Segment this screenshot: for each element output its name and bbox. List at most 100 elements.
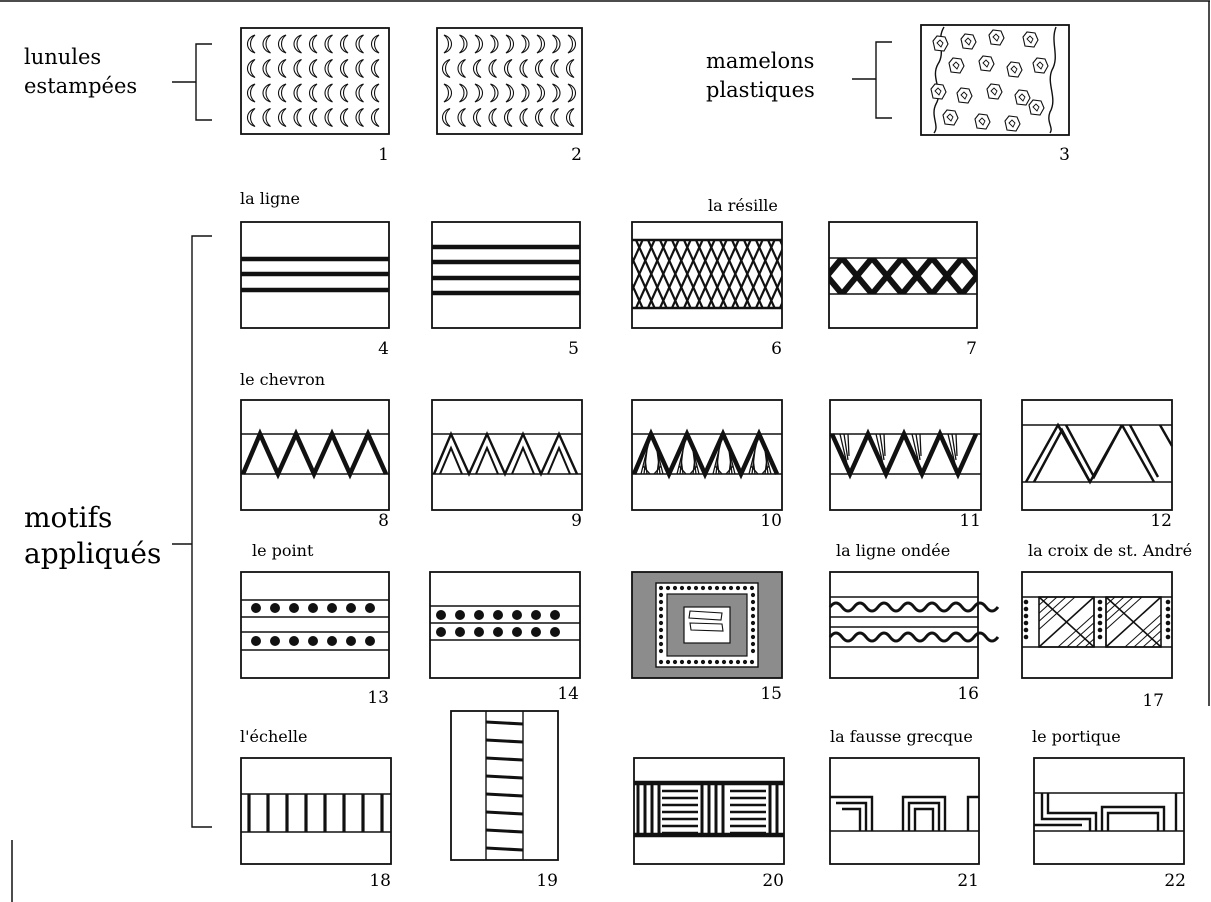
- dot-mark: [722, 660, 726, 664]
- dot-mark: [531, 610, 541, 620]
- dot-mark: [751, 649, 755, 653]
- nipple-mark: [987, 84, 1002, 99]
- dot-mark: [493, 627, 503, 637]
- dot-mark: [436, 627, 446, 637]
- panel-8: [241, 400, 389, 510]
- panel-number-12: 12: [1150, 511, 1172, 531]
- panel-number-18: 18: [369, 871, 391, 891]
- panel-13: [241, 572, 389, 678]
- panel-number-4: 4: [378, 339, 389, 359]
- nipple-mark: [949, 58, 964, 73]
- dot-mark: [687, 660, 691, 664]
- dot-mark: [687, 586, 691, 590]
- dot-mark: [289, 636, 299, 646]
- panel-12: [1022, 400, 1172, 510]
- label-la-ligne: la ligne: [240, 189, 300, 208]
- dot-mark: [365, 636, 375, 646]
- dot-mark: [729, 660, 733, 664]
- dot-mark: [736, 586, 740, 590]
- panel-number-13: 13: [367, 688, 389, 708]
- panel-17: [1022, 572, 1172, 678]
- dot-mark: [1024, 621, 1029, 626]
- dot-mark: [751, 628, 755, 632]
- dot-mark: [1024, 635, 1029, 640]
- ladder-rung: [486, 830, 523, 832]
- dot-mark: [1166, 635, 1171, 640]
- dot-mark: [701, 586, 705, 590]
- dot-mark: [251, 636, 261, 646]
- nipple-mark: [957, 88, 972, 103]
- nipple-mark: [1007, 62, 1022, 77]
- panel-21: [830, 758, 979, 864]
- net-stroke: [792, 240, 823, 308]
- panel-number-3: 3: [1059, 145, 1070, 165]
- dot-mark: [751, 614, 755, 618]
- bracket-motifs: [172, 236, 212, 827]
- dot-mark: [1098, 600, 1103, 605]
- nipple-mark: [961, 34, 976, 49]
- panel-number-14: 14: [557, 684, 579, 704]
- dot-mark: [550, 627, 560, 637]
- panel-2: [437, 28, 582, 134]
- category-motifs-line2: appliqués: [24, 537, 161, 570]
- dot-mark: [659, 660, 663, 664]
- dot-mark: [512, 610, 522, 620]
- panel-number-5: 5: [568, 339, 579, 359]
- dot-mark: [743, 660, 747, 664]
- nipple-mark: [931, 84, 946, 99]
- dot-mark: [346, 636, 356, 646]
- panel-number-21: 21: [957, 871, 979, 891]
- dot-mark: [659, 614, 663, 618]
- dot-mark: [694, 660, 698, 664]
- panel-10: [632, 400, 782, 510]
- ladder-rung: [486, 848, 523, 850]
- dot-mark: [659, 600, 663, 604]
- label-le-point: le point: [252, 541, 314, 560]
- category-mamelons-line1: mamelons: [706, 49, 814, 73]
- dot-mark: [750, 660, 754, 664]
- category-motifs-line1: motifs: [24, 501, 112, 534]
- dot-mark: [1166, 628, 1171, 633]
- panel-number-1: 1: [378, 145, 389, 165]
- nipple-mark: [1015, 90, 1030, 105]
- category-mamelons-line2: plastiques: [706, 78, 815, 102]
- dot-mark: [1098, 614, 1103, 619]
- dot-mark: [1166, 600, 1171, 605]
- dot-mark: [270, 603, 280, 613]
- dot-mark: [701, 660, 705, 664]
- dot-mark: [308, 603, 318, 613]
- net-stroke: [792, 240, 823, 308]
- dot-mark: [1166, 607, 1171, 612]
- label-la-croix: la croix de st. André: [1028, 541, 1192, 560]
- label-la-fausse-grecque: la fausse grecque: [830, 727, 973, 746]
- dot-mark: [659, 593, 663, 597]
- dot-mark: [531, 627, 541, 637]
- dot-mark: [715, 660, 719, 664]
- dot-mark: [722, 586, 726, 590]
- dot-mark: [1166, 614, 1171, 619]
- panel-22: [1034, 758, 1184, 864]
- dot-mark: [659, 586, 663, 590]
- dot-mark: [1098, 621, 1103, 626]
- dot-mark: [751, 607, 755, 611]
- panel-18: [241, 758, 391, 864]
- category-lunules-line2: estampées: [24, 74, 137, 98]
- net-stroke: [600, 240, 631, 308]
- net-stroke: [780, 240, 811, 308]
- dot-mark: [455, 610, 465, 620]
- panel-number-22: 22: [1164, 871, 1186, 891]
- dot-mark: [1024, 614, 1029, 619]
- panel-7: [812, 222, 992, 328]
- dot-mark: [736, 660, 740, 664]
- ladder-rung: [486, 794, 523, 796]
- dot-mark: [751, 600, 755, 604]
- bracket-lunules: [172, 44, 212, 120]
- dot-mark: [455, 627, 465, 637]
- panel-number-9: 9: [571, 511, 582, 531]
- dot-mark: [751, 621, 755, 625]
- panel-number-16: 16: [957, 684, 979, 704]
- dot-mark: [251, 603, 261, 613]
- dot-mark: [327, 603, 337, 613]
- panel-number-2: 2: [571, 145, 582, 165]
